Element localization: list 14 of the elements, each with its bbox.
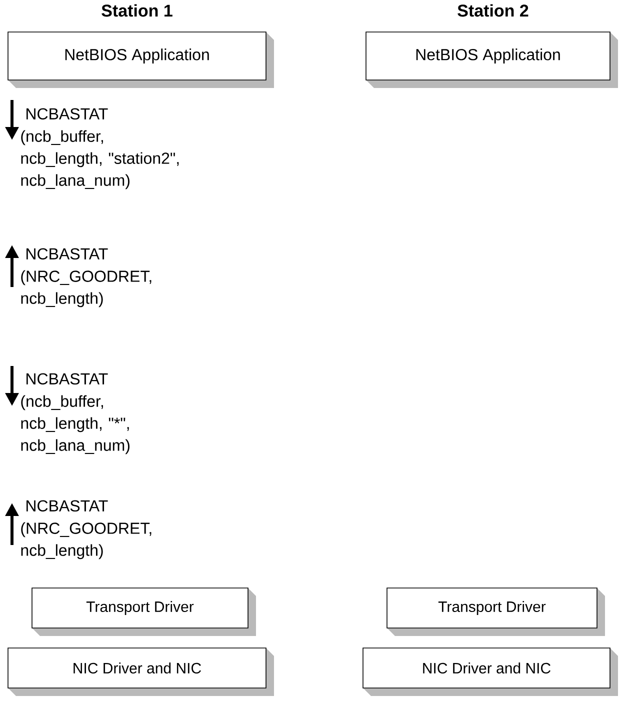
layer-box: NetBIOS Application — [8, 32, 274, 88]
function-name: NCBASTAT — [26, 248, 108, 260]
layer-box: NetBIOS Application — [366, 32, 618, 88]
layer-box: Transport Driver — [386, 588, 605, 636]
parameter-list: (ncb_buffer, ncb_length, "station2", ncb_lana_num) — [21, 130, 179, 190]
layer-box: NIC Driver and NIC — [8, 648, 274, 696]
parameter-list: (NRC_GOODRET, ncb_length) — [21, 270, 152, 308]
function-name: NCBASTAT — [26, 500, 108, 512]
parameter-list: (ncb_buffer, ncb_length, "*", ncb_lana_num) — [21, 395, 130, 454]
layer-box: NIC Driver and NIC — [362, 648, 618, 696]
parameter-list: (NRC_GOODRET, ncb_length) — [21, 522, 152, 560]
layer-box: Transport Driver — [32, 588, 256, 636]
function-name: NCBASTAT — [26, 108, 108, 120]
function-name: NCBASTAT — [26, 373, 108, 385]
